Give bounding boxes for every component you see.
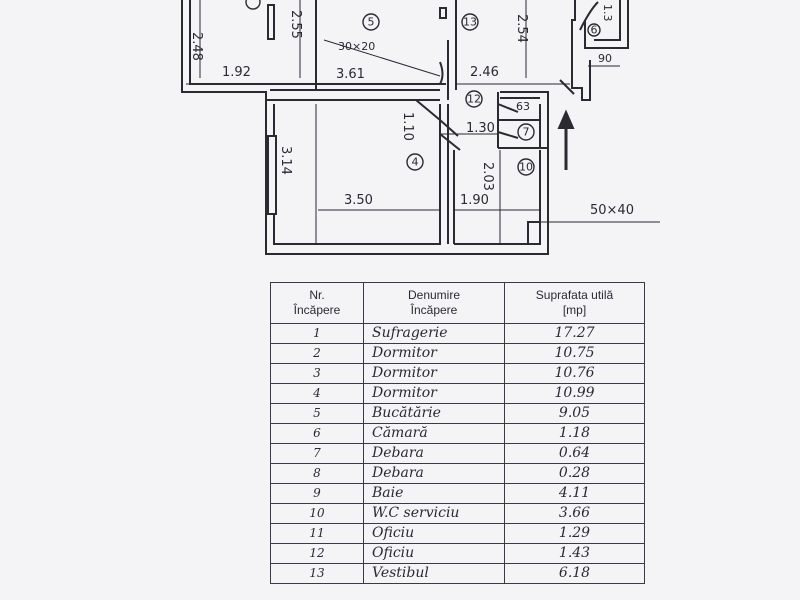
room-number-cell: 6 [270,423,364,444]
svg-text:90: 90 [598,52,612,65]
svg-text:2.46: 2.46 [470,65,499,80]
room-name-cell: Dormitor [363,343,505,364]
room-area-cell: 10.75 [504,343,645,364]
room-number-cell: 5 [270,403,364,424]
svg-text:1.92: 1.92 [222,65,251,80]
room-name-cell: Sufragerie [363,323,505,344]
room-name-cell: Dormitor [363,363,505,384]
room-number-cell: 11 [270,523,364,544]
room-area-cell: 9.05 [504,403,645,424]
room-area-cell: 1.43 [504,543,645,564]
room-area-cell: 6.18 [504,563,645,584]
room-name-cell: Baie [363,483,505,504]
room-name-cell: Debara [363,443,505,464]
room-name-cell: Oficiu [363,543,505,564]
room-number-cell: 4 [270,383,364,404]
svg-text:50×40: 50×40 [590,203,634,218]
svg-text:7: 7 [523,126,530,139]
header-room-number: Nr.Încăpere [270,282,364,324]
header-usable-area: Suprafata utilă[mp] [504,282,645,324]
room-number-cell: 7 [270,443,364,464]
svg-text:1.90: 1.90 [460,193,489,208]
svg-text:1.3: 1.3 [601,4,614,22]
room-number-cell: 9 [270,483,364,504]
svg-text:2.03: 2.03 [480,162,495,191]
svg-text:12: 12 [467,93,481,106]
svg-text:1.10: 1.10 [400,112,415,141]
svg-text:6: 6 [591,24,598,37]
room-name-cell: W.C serviciu [363,503,505,524]
room-number-cell: 2 [270,343,364,364]
room-name-cell: Bucătărie [363,403,505,424]
room-number-cell: 3 [270,363,364,384]
svg-text:2.55: 2.55 [288,10,303,39]
room-area-cell: 4.11 [504,483,645,504]
svg-text:63: 63 [516,100,530,113]
room-area-cell: 0.28 [504,463,645,484]
room-name-cell: Vestibul [363,563,505,584]
room-number-cell: 10 [270,503,364,524]
svg-text:10: 10 [519,161,533,174]
svg-text:4: 4 [412,156,419,169]
room-name-cell: Debara [363,463,505,484]
svg-text:30×20: 30×20 [338,40,375,53]
dimension-labels: 2.48 2.55 2.54 1.92 3.61 2.46 1.10 1.30 … [189,4,634,218]
svg-text:3.50: 3.50 [344,193,373,208]
room-number-cell: 1 [270,323,364,344]
room-mark-labels: 5 13 6 12 7 4 10 [368,16,598,174]
room-area-cell: 1.18 [504,423,645,444]
room-area-cell: 1.29 [504,523,645,544]
floor-plan: 5 13 6 12 7 4 10 2.48 2.55 2.54 1.92 3.6… [181,0,660,255]
svg-text:5: 5 [368,16,375,29]
room-area-cell: 10.99 [504,383,645,404]
svg-text:2.54: 2.54 [514,14,529,43]
svg-text:3.14: 3.14 [278,146,293,175]
room-markers [245,0,601,176]
svg-text:1.30: 1.30 [466,121,495,136]
svg-text:2.48: 2.48 [189,32,204,61]
room-name-cell: Dormitor [363,383,505,404]
room-area-cell: 3.66 [504,503,645,524]
room-area-cell: 17.27 [504,323,645,344]
room-number-cell: 12 [270,543,364,564]
svg-text:3.61: 3.61 [336,67,365,82]
svg-text:13: 13 [463,16,477,29]
room-area-cell: 10.76 [504,363,645,384]
room-number-cell: 8 [270,463,364,484]
room-area-cell: 0.64 [504,443,645,464]
room-number-cell: 13 [270,563,364,584]
room-name-cell: Oficiu [363,523,505,544]
room-name-cell: Cămară [363,423,505,444]
